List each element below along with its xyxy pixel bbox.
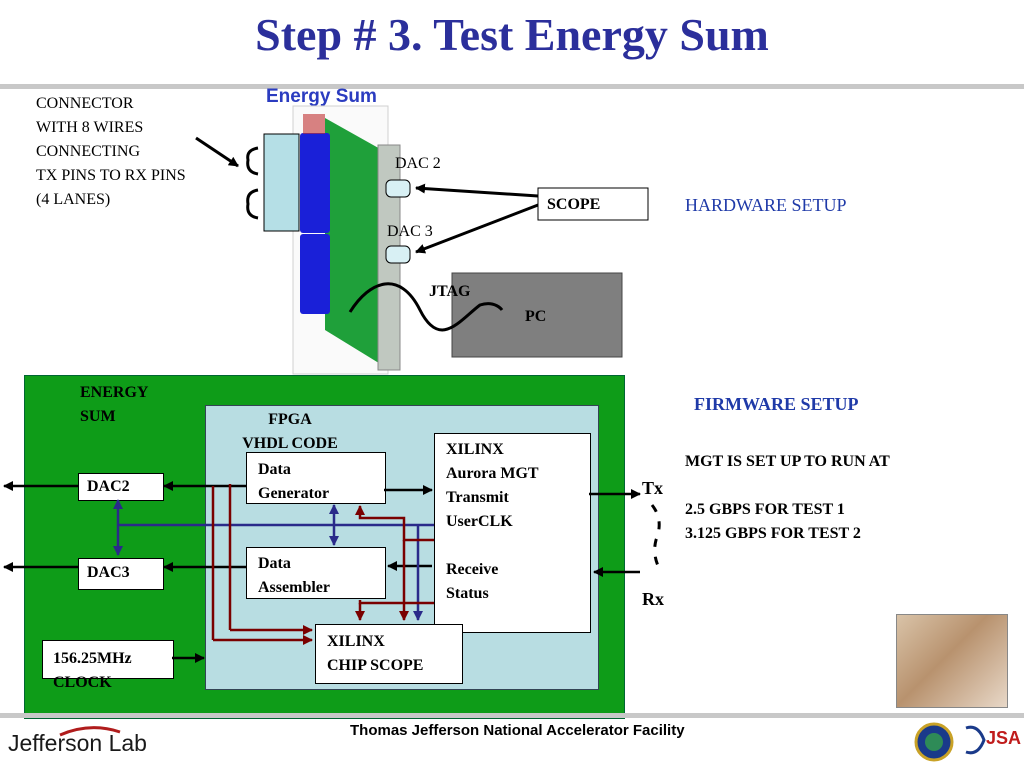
mgt-note-line: 3.125 GBPS FOR TEST 2 [685, 525, 861, 542]
rx-label: Rx [642, 589, 664, 609]
mgt-note-line: 2.5 GBPS FOR TEST 1 [685, 501, 845, 518]
clock-label: CLOCK [53, 674, 112, 691]
energy-sum-board-label: Energy Sum [266, 86, 377, 107]
connector-note-line: CONNECTOR [36, 95, 134, 112]
xilinx-line: XILINX [446, 441, 504, 458]
firmware-setup-label: FIRMWARE SETUP [694, 394, 859, 414]
connector-note-line: CONNECTING [36, 143, 140, 160]
board-label-line: ENERGY [80, 384, 149, 401]
energy-sum-board-label: ENERGY SUM [80, 381, 148, 429]
fpga-label-line: FPGA [268, 411, 312, 428]
scope-label: SCOPE [547, 196, 601, 213]
dac3-label: DAC 3 [387, 223, 433, 240]
pc-box [451, 272, 623, 358]
xilinx-line: Transmit [446, 489, 509, 506]
baby-photo [896, 614, 1008, 708]
jsa-logo-icon [965, 725, 986, 755]
data-assembler-line: Assembler [258, 579, 330, 596]
clock-box [42, 640, 174, 679]
hardware-setup-label: HARDWARE SETUP [685, 195, 847, 215]
xilinx-line: Status [446, 585, 489, 602]
pcb-board [325, 118, 382, 365]
chipscope-line: CHIP SCOPE [327, 657, 424, 674]
connector-block [263, 133, 300, 232]
bottom-divider [0, 713, 1024, 718]
data-generator-line: Data [258, 461, 291, 478]
chipscope-line: XILINX [327, 633, 385, 650]
dac2-label: DAC 2 [395, 155, 441, 172]
data-assembler-label: Data Assembler [258, 552, 330, 600]
tx-label: Tx [642, 478, 664, 498]
xilinx-line: Aurora MGT [446, 465, 539, 482]
blue-connector-upper [300, 133, 330, 233]
dac2-port-icon [385, 179, 411, 198]
xilinx-line: UserCLK [446, 513, 513, 530]
data-generator-label: Data Generator [258, 458, 329, 506]
dac3-port-icon [385, 245, 411, 264]
jsa-logo-text: JSA [986, 728, 1022, 748]
footer-org: Thomas Jefferson National Accelerator Fa… [350, 722, 685, 739]
board-label-line: SUM [80, 408, 116, 425]
connector-arrow [195, 136, 239, 168]
jtag-label: JTAG [429, 283, 471, 300]
scope-dac2-arrow [415, 183, 539, 198]
dac3-label: DAC3 [87, 564, 130, 581]
jtag-cable [348, 282, 504, 332]
data-assembler-box [246, 547, 386, 599]
scope-box [537, 187, 649, 221]
blue-connector-lower [300, 234, 330, 314]
dac3-box [78, 558, 164, 590]
xilinx-mgt-box [434, 433, 591, 633]
dac2-label: DAC2 [87, 478, 130, 495]
data-generator-line: Generator [258, 485, 330, 502]
scope-dac3-arrow [415, 203, 539, 254]
fpga-label: FPGA VHDL CODE [232, 408, 348, 456]
jefferson-lab-logo: Jefferson Lab [8, 730, 147, 756]
connector-note-line: WITH 8 WIRES [36, 119, 144, 136]
clock-value: 156.25MHz [53, 650, 132, 667]
page-title: Step # 3. Test Energy Sum [255, 9, 769, 60]
xilinx-mgt-label: XILINX Aurora MGT Transmit UserCLK Recei… [446, 438, 539, 606]
data-assembler-line: Data [258, 555, 291, 572]
fpga-label-line: VHDL CODE [242, 435, 338, 452]
jlab-swoosh-icon [59, 726, 121, 737]
xilinx-line: Receive [446, 561, 499, 578]
mgt-notes: MGT IS SET UP TO RUN AT 2.5 GBPS FOR TES… [685, 450, 890, 546]
connector-note-line: TX PINS TO RX PINS [36, 167, 186, 184]
connector-note: CONNECTOR WITH 8 WIRES CONNECTING TX PIN… [36, 92, 186, 212]
connector-note-line: (4 LANES) [36, 191, 111, 208]
pc-label: PC [525, 308, 547, 325]
chipscope-label: XILINX CHIP SCOPE [327, 630, 423, 678]
chipscope-box [315, 624, 463, 684]
mgt-note-line: MGT IS SET UP TO RUN AT [685, 453, 890, 470]
top-divider [0, 84, 1024, 89]
data-generator-box [246, 452, 386, 504]
